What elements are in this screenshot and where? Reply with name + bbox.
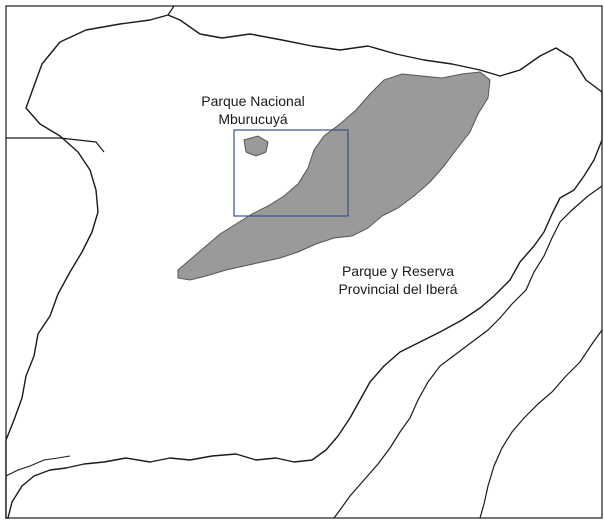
mburucuya-protected-area (243, 135, 269, 157)
border-line-east (333, 185, 603, 519)
ibera-label-line2: Provincial del Iberá (338, 281, 458, 297)
border-line-northwest (6, 137, 105, 153)
inset-box (233, 129, 349, 217)
border-line-southwest (5, 455, 71, 477)
mburucuya-label-line2: Mburucuyá (218, 111, 288, 127)
ibera-label: Parque y Reserva Provincial del Iberá (298, 262, 498, 298)
ibera-label-line1: Parque y Reserva (341, 263, 455, 279)
mburucuya-label: Parque Nacional Mburucuyá (178, 92, 328, 128)
border-line-north (167, 5, 175, 16)
border-line-southeast (479, 329, 603, 519)
mburucuya-label-line1: Parque Nacional (201, 93, 305, 109)
ibera-protected-area (177, 71, 491, 281)
map-border (5, 5, 603, 519)
